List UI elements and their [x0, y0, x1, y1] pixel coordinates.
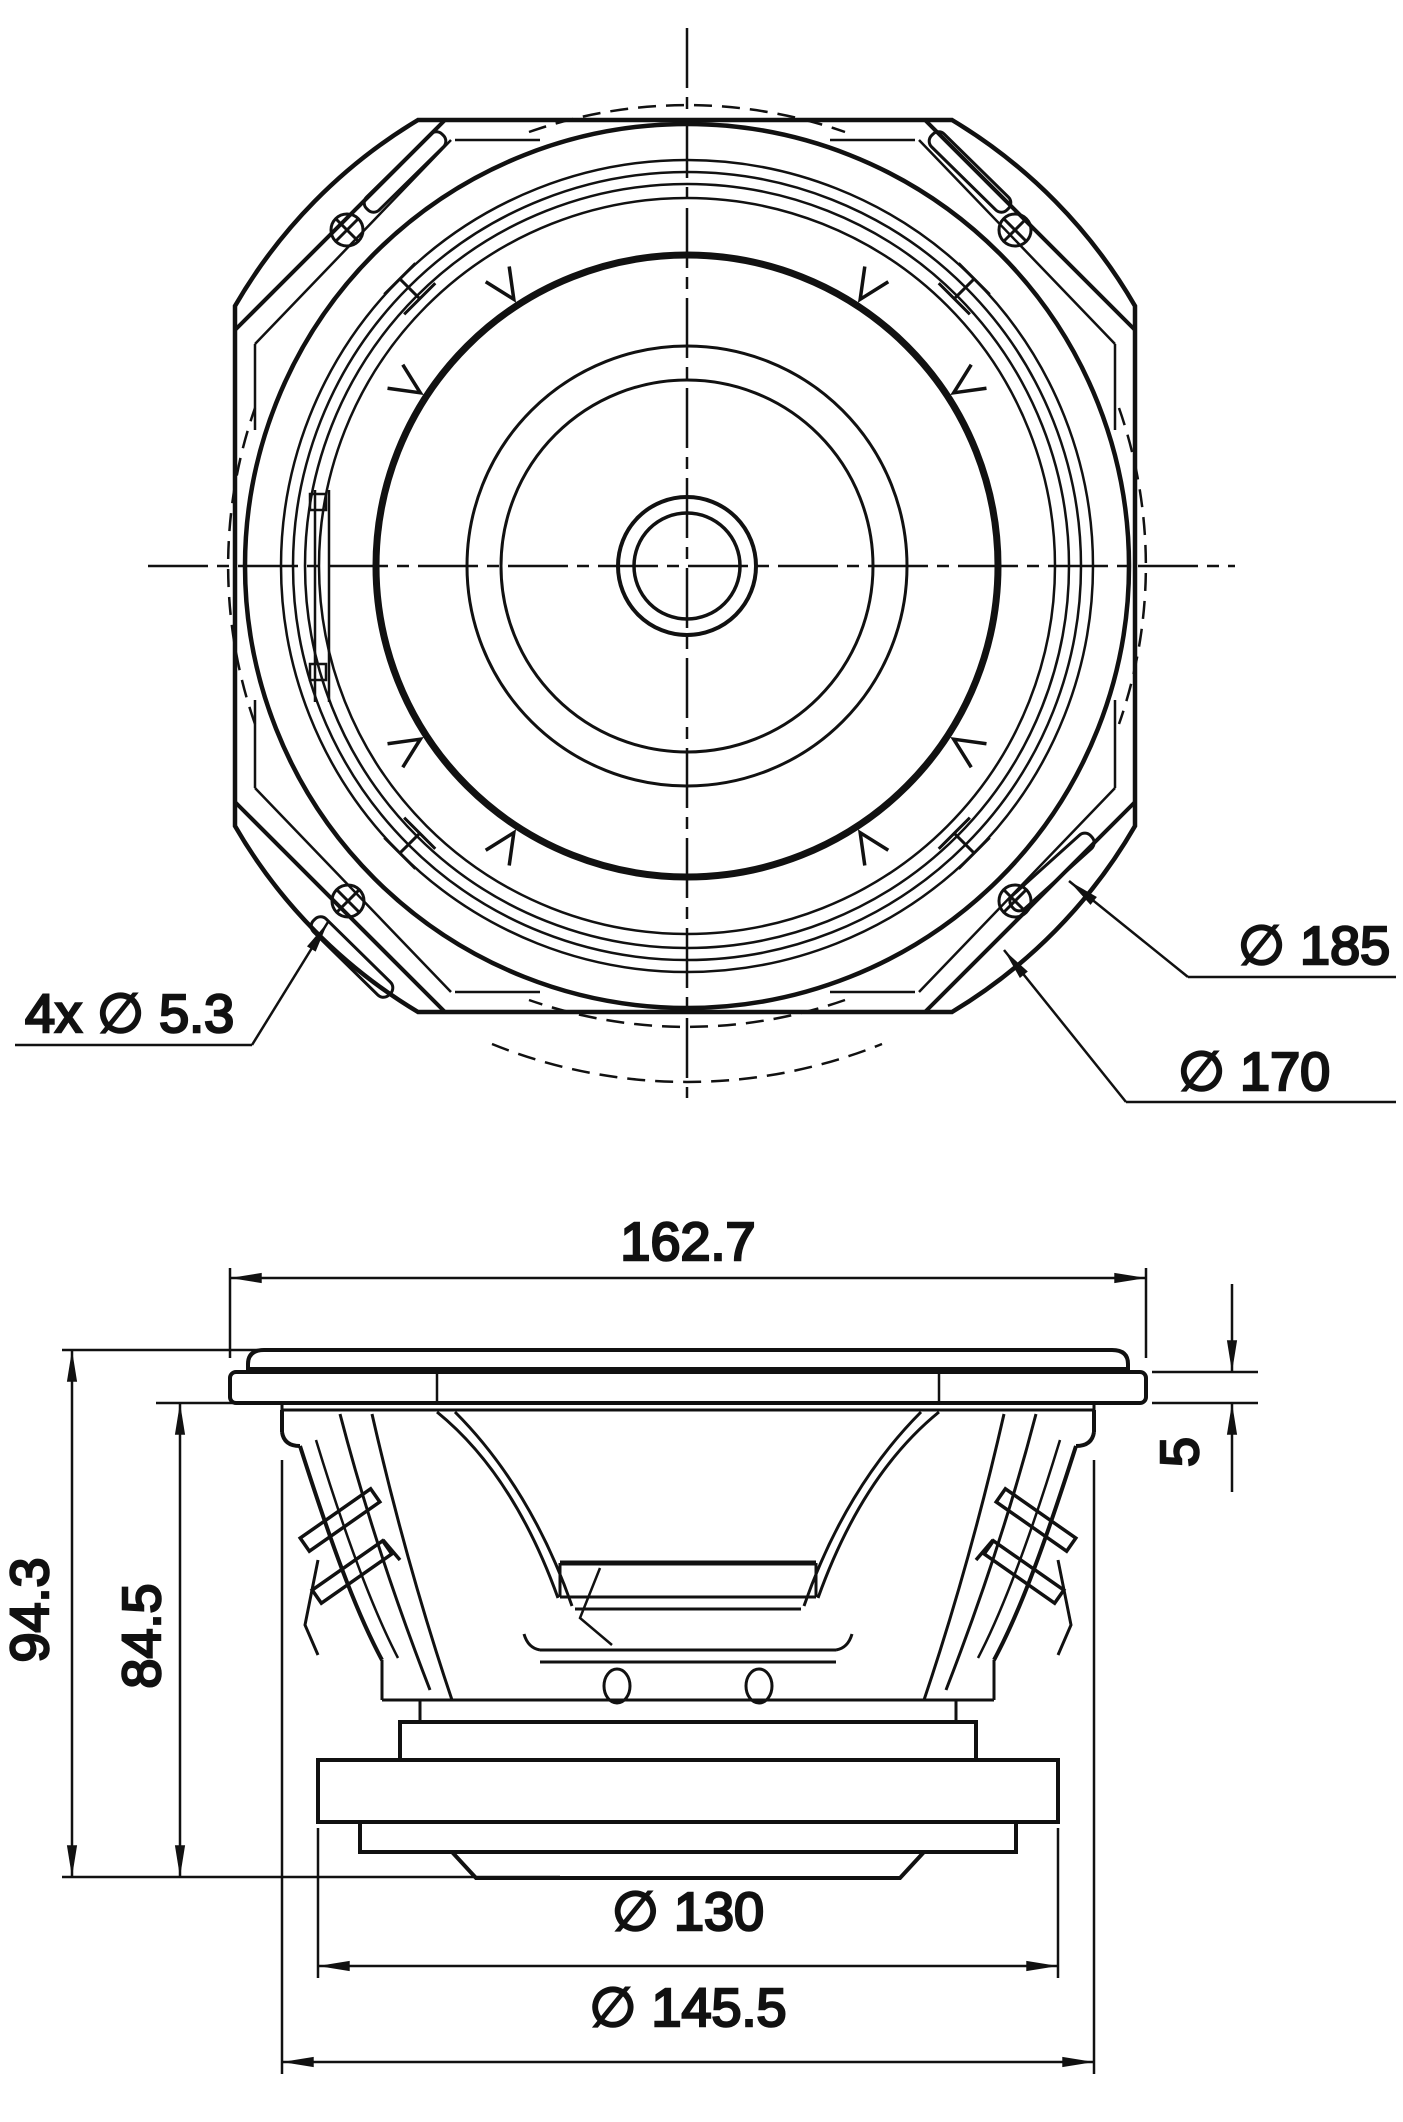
voice-coil-assembly: [558, 1560, 818, 1646]
surround-clamps: [387, 266, 987, 866]
screw-hole-icon: [997, 883, 1033, 919]
lead-wire: [578, 1567, 613, 1646]
vent-hole: [744, 1667, 774, 1705]
leader-outer-diameter: [1068, 880, 1396, 979]
corner-slots: [309, 130, 1096, 999]
speaker-rings: [242, 121, 1132, 1011]
terminal-side-right: [974, 1486, 1079, 1656]
side-view-dimensions: 162.7 5 94.3 84.5 ∅ 130 ∅ 145.5: [0, 1211, 1258, 2074]
cone-ring: [499, 378, 875, 754]
cone-section: [436, 1410, 940, 1607]
label-overall-width: 162.7: [620, 1212, 755, 1272]
gasket: [246, 1348, 1130, 1373]
label-bolt-circle: ∅ 170: [1178, 1042, 1330, 1102]
dust-cap-ring: [616, 495, 758, 637]
vent-hole: [602, 1667, 632, 1705]
screw-hole-icon: [330, 883, 366, 919]
centerlines: [148, 28, 1235, 1098]
screw-hole-icon: [329, 212, 365, 248]
front-view: [148, 28, 1235, 1098]
dim-overall-depth: [62, 1348, 560, 1879]
surround-outer-ring: [303, 182, 1071, 950]
spider: [522, 1633, 854, 1664]
gasket-ring: [291, 170, 1083, 962]
magnet-ring: [316, 1758, 1060, 1824]
surround-ring: [317, 196, 1057, 936]
label-magnet-diameter: ∅ 130: [612, 1882, 764, 1942]
leader-bolt-circle: [1003, 949, 1396, 1104]
cone-ring: [465, 344, 909, 788]
screw-hole-icon: [997, 212, 1033, 248]
basket-struts: [338, 1413, 1038, 1701]
dim-magnet-diameter: [316, 1828, 1060, 1978]
cone-edge-ring: [372, 251, 1002, 881]
dim-flange-thickness: [1152, 1284, 1258, 1492]
frame-silhouette: [232, 117, 1138, 1015]
bottom-plate: [358, 1820, 1018, 1854]
terminal-front: [308, 490, 331, 702]
voice-coil-ring: [632, 511, 742, 621]
pole-piece: [447, 1850, 929, 1880]
front-view-annotations: 4x ∅ 5.3 ∅ 185 ∅ 170: [15, 880, 1396, 1104]
magnet-assembly: [316, 1700, 1060, 1880]
label-mounting-depth: 84.5: [112, 1583, 172, 1688]
side-view: [228, 1348, 1148, 1880]
leader-mounting-holes: [15, 921, 330, 1047]
dim-mounting-depth: [156, 1401, 240, 1877]
dim-overall-width: [228, 1268, 1148, 1358]
flange-circle-dashed-arc: [491, 1042, 883, 1084]
label-overall-depth: 94.3: [0, 1557, 60, 1662]
flange-ring: [242, 121, 1132, 1011]
label-outer-diameter: ∅ 185: [1238, 916, 1390, 976]
front-flange: [228, 1370, 1148, 1412]
terminal-side-left: [297, 1486, 402, 1656]
gasket-ring: [279, 158, 1095, 974]
mounting-holes: [329, 212, 1033, 919]
label-basket-diameter: ∅ 145.5: [589, 1978, 786, 2038]
label-flange-thickness: 5: [1150, 1437, 1210, 1467]
basket: [280, 1410, 1096, 1705]
label-mounting-holes: 4x ∅ 5.3: [25, 984, 234, 1044]
dim-basket-diameter: [280, 1460, 1096, 2074]
frame-rib-details: [383, 262, 991, 870]
top-plate: [398, 1720, 978, 1762]
